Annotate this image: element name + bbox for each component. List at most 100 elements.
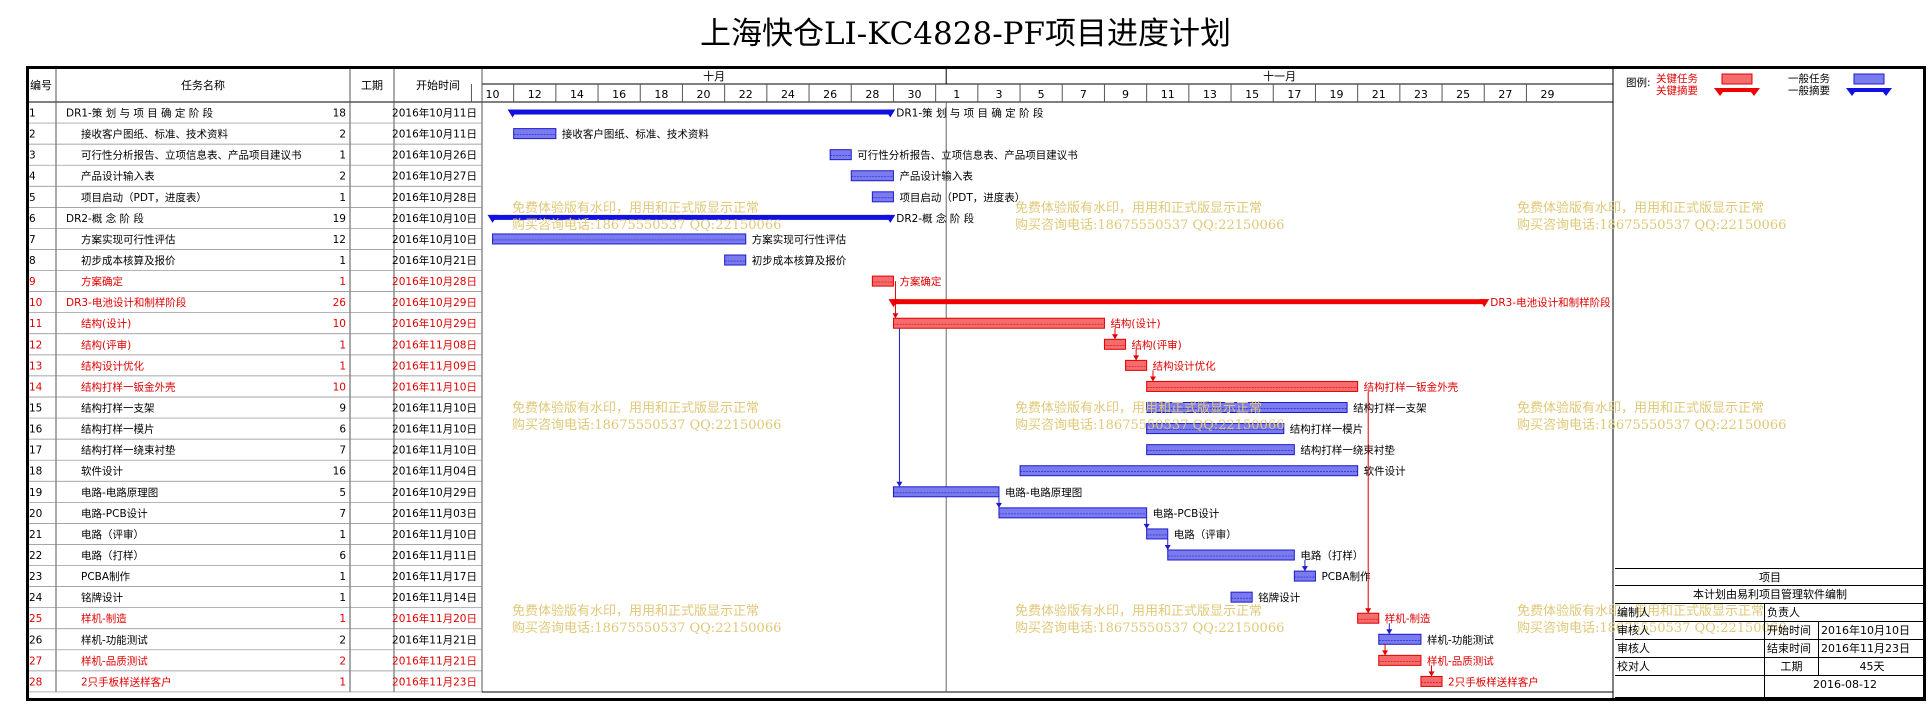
summary-end-marker <box>885 214 896 223</box>
summary-end-marker <box>885 109 896 118</box>
task-id: 22 <box>29 550 42 562</box>
task-bar <box>892 486 1000 498</box>
task-name: 项目启动（PDT，进度表） <box>81 191 207 204</box>
task-start: 2016年11月10日 <box>392 402 477 415</box>
info-start-label: 开始时间 <box>1765 622 1819 640</box>
task-duration: 1 <box>339 339 346 351</box>
dependency-arrow-head <box>1386 629 1393 635</box>
task-name: 方案实现可行性评估 <box>81 233 176 246</box>
day-tick-label: 13 <box>1203 88 1217 101</box>
dependency-arrow-head <box>1301 566 1308 572</box>
info-maker-label: 编制人 <box>1615 604 1765 622</box>
task-bar-label: 结构打样一模片 <box>1290 423 1364 436</box>
task-duration: 1 <box>339 592 346 604</box>
task-bar-label: DR2-概 念 阶 段 <box>896 212 974 225</box>
task-duration: 1 <box>339 529 346 541</box>
day-tick-label: 7 <box>1080 88 1087 101</box>
task-name: 结构打样一支架 <box>81 402 155 415</box>
day-tick-label: 1 <box>953 88 960 101</box>
info-end-value: 2016年11月23日 <box>1819 640 1926 658</box>
task-name: 电路（打样） <box>81 549 144 562</box>
info-owner-label: 负责人 <box>1765 604 1926 622</box>
task-id: 13 <box>29 360 42 372</box>
task-bar-label: 电路（评审） <box>1174 528 1237 541</box>
task-bar-label: 电路-电路原理图 <box>1005 486 1082 499</box>
task-bar-label: 结构打样一绕束衬垫 <box>1300 444 1395 457</box>
task-id: 27 <box>29 655 42 667</box>
task-bar-label: 可行性分析报告、立项信息表、产品项目建议书 <box>857 149 1078 162</box>
task-start: 2016年11月11日 <box>392 549 477 562</box>
legend-critical-task-label: 关键任务 <box>1656 72 1698 85</box>
legend-normal-summary-marker <box>1846 88 1858 96</box>
day-tick-label: 22 <box>739 88 753 101</box>
watermark-line: 免费体验版有水印，用用和正式版显示正常 <box>1517 604 1765 619</box>
task-id: 19 <box>29 487 42 499</box>
task-bar-label: 方案实现可行性评估 <box>752 233 847 246</box>
task-duration: 1 <box>339 150 346 162</box>
day-tick-label: 25 <box>1456 88 1470 101</box>
watermark-line: 购买咨询电话:18675550537 QQ:22150066 <box>512 218 782 233</box>
month-label: 十月 <box>703 69 725 83</box>
day-tick-label: 10 <box>486 88 500 101</box>
day-tick-label: 29 <box>1541 88 1555 101</box>
info-duration-value: 45天 <box>1819 658 1926 676</box>
task-start: 2016年10月27日 <box>392 170 477 183</box>
watermark: 免费体验版有水印，用用和正式版显示正常购买咨询电话:18675550537 QQ… <box>512 603 781 637</box>
page-title: 上海快仓LI-KC4828-PF项目进度计划 <box>699 16 1232 52</box>
day-tick-label: 27 <box>1498 88 1512 101</box>
task-name: 样机-品质测试 <box>81 654 148 667</box>
summary-bar <box>512 109 891 115</box>
task-bar <box>492 233 747 245</box>
dependency-arrow-head <box>995 502 1002 508</box>
legend-normal-summary-label: 一般摘要 <box>1788 84 1830 97</box>
task-start: 2016年10月28日 <box>392 191 477 204</box>
header-start: 开始时间 <box>416 78 460 92</box>
day-tick-label: 18 <box>654 88 668 101</box>
task-bar <box>850 170 894 182</box>
task-duration: 10 <box>333 381 346 393</box>
watermark-line: 免费体验版有水印，用用和正式版显示正常 <box>512 201 760 216</box>
info-project-label: 项目 <box>1615 568 1926 586</box>
summary-start-marker <box>507 109 518 118</box>
task-name: DR1-策 划 与 项 目 确 定 阶 段 <box>66 107 214 120</box>
task-bar-label: 初步成本核算及报价 <box>752 254 847 267</box>
task-start: 2016年11月20日 <box>392 612 477 625</box>
watermark-line: 购买咨询电话:18675550537 QQ:22150066 <box>1015 218 1285 233</box>
dependency-arrow-head <box>1133 355 1140 361</box>
task-name: 软件设计 <box>81 465 123 478</box>
day-tick-label: 24 <box>781 88 795 101</box>
task-start: 2016年10月29日 <box>392 486 477 499</box>
task-bar-label: 结构打样一支架 <box>1353 402 1427 415</box>
task-name: DR2-概 念 阶 段 <box>66 212 144 225</box>
dependency-arrow-head <box>1365 608 1372 614</box>
day-tick-label: 14 <box>570 88 584 101</box>
task-id: 9 <box>29 276 36 288</box>
info-start-value: 2016年10月10日 <box>1819 622 1926 640</box>
info-end-label: 结束时间 <box>1765 640 1819 658</box>
task-bar-label: 结构(评审) <box>1132 338 1182 351</box>
watermark-line: 购买咨询电话:18675550537 QQ:22150066 <box>512 418 782 433</box>
task-duration: 19 <box>333 213 346 225</box>
summary-end-marker <box>1479 299 1490 308</box>
task-id: 7 <box>29 234 36 246</box>
task-id: 14 <box>29 381 43 393</box>
day-tick-label: 30 <box>908 88 922 101</box>
task-duration: 2 <box>339 634 346 646</box>
task-duration: 1 <box>339 613 346 625</box>
task-name: 结构(评审) <box>81 338 131 351</box>
task-name: 产品设计输入表 <box>81 170 155 183</box>
legend-critical-summary-marker <box>1748 88 1760 96</box>
task-bar <box>1378 654 1422 666</box>
day-tick-label: 23 <box>1414 88 1428 101</box>
info-duration-label: 工期 <box>1765 658 1819 676</box>
task-id: 25 <box>29 613 42 625</box>
task-bar <box>513 128 557 140</box>
task-duration: 9 <box>339 403 346 415</box>
watermark: 免费体验版有水印，用用和正式版显示正常购买咨询电话:18675550537 QQ… <box>1517 603 1786 637</box>
dependency-arrow-head <box>1164 545 1171 551</box>
task-start: 2016年10月10日 <box>392 212 477 225</box>
task-start: 2016年10月10日 <box>392 233 477 246</box>
task-name: 初步成本核算及报价 <box>81 254 176 267</box>
task-bar-label: DR3-电池设计和制样阶段 <box>1490 296 1611 309</box>
dependency-arrow-head <box>1382 650 1389 656</box>
